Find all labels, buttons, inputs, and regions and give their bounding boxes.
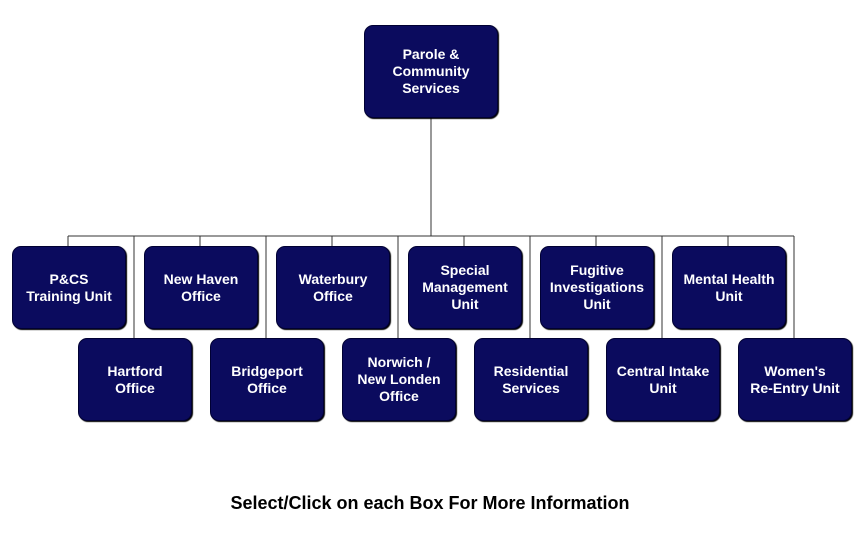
- node-parole-community-services[interactable]: Parole & Community Services: [364, 25, 498, 118]
- node-label: Waterbury Office: [298, 270, 368, 304]
- node-residential-services[interactable]: Residential Services: [474, 338, 588, 421]
- node-womens-reentry-unit[interactable]: Women's Re-Entry Unit: [738, 338, 852, 421]
- node-special-management-unit[interactable]: Special Management Unit: [408, 246, 522, 329]
- node-label: Women's Re-Entry Unit: [750, 362, 840, 396]
- node-label: P&CS Training Unit: [26, 270, 112, 304]
- node-waterbury-office[interactable]: Waterbury Office: [276, 246, 390, 329]
- node-label: Residential Services: [493, 362, 569, 396]
- node-label: Norwich / New Londen Office: [357, 354, 441, 404]
- node-label: Special Management Unit: [422, 262, 508, 312]
- node-label: New Haven Office: [163, 270, 239, 304]
- instruction-text: Select/Click on each Box For More Inform…: [230, 493, 630, 513]
- node-norwich-new-london-office[interactable]: Norwich / New Londen Office: [342, 338, 456, 421]
- node-label: Bridgeport Office: [231, 362, 303, 396]
- node-label: Central Intake Unit: [616, 362, 710, 396]
- node-new-haven-office[interactable]: New Haven Office: [144, 246, 258, 329]
- node-central-intake-unit[interactable]: Central Intake Unit: [606, 338, 720, 421]
- node-pcs-training-unit[interactable]: P&CS Training Unit: [12, 246, 126, 329]
- node-label: Parole & Community Services: [392, 46, 470, 96]
- node-label: Fugitive Investigations Unit: [549, 262, 645, 312]
- node-label: Hartford Office: [107, 362, 163, 396]
- node-bridgeport-office[interactable]: Bridgeport Office: [210, 338, 324, 421]
- node-mental-health-unit[interactable]: Mental Health Unit: [672, 246, 786, 329]
- node-fugitive-investigations-unit[interactable]: Fugitive Investigations Unit: [540, 246, 654, 329]
- node-hartford-office[interactable]: Hartford Office: [78, 338, 192, 421]
- node-label: Mental Health Unit: [683, 270, 775, 304]
